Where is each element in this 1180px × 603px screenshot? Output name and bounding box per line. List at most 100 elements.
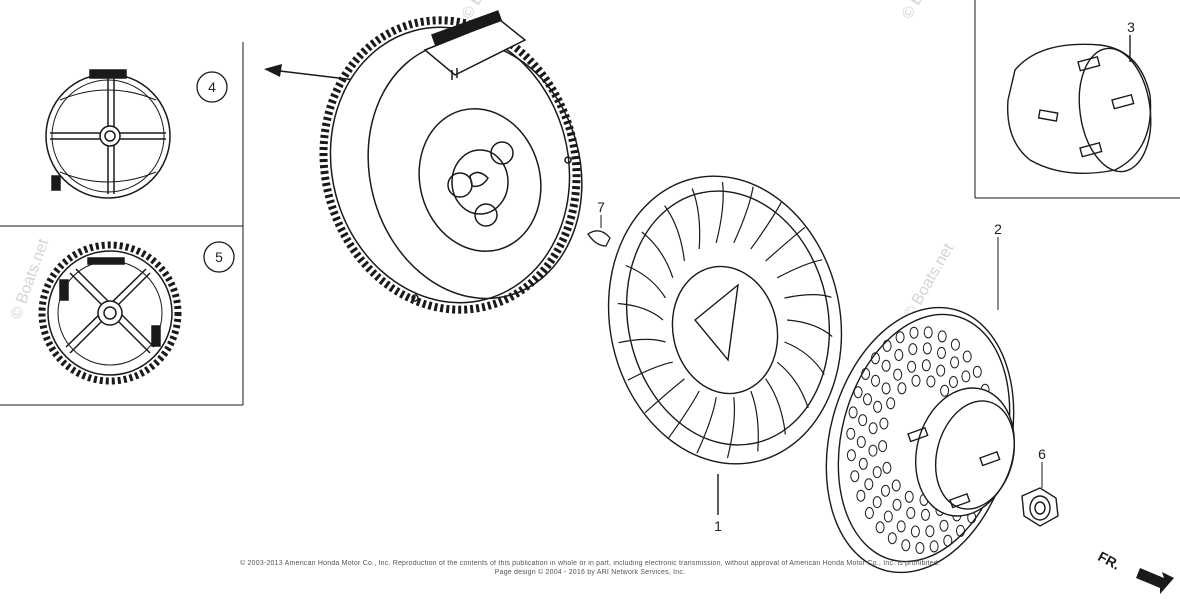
fan-blade xyxy=(726,397,736,459)
pulley-vent-hole xyxy=(961,370,971,383)
pulley-vent-hole xyxy=(937,330,947,343)
pulley-vent-hole xyxy=(962,350,972,363)
fan-blade xyxy=(765,226,806,262)
page-design-notice: Page design © 2004 - 2016 by ARI Network… xyxy=(494,569,686,576)
rotor-inset-4 xyxy=(45,69,171,199)
pulley-vent-hole xyxy=(896,520,906,533)
pulley-vent-hole xyxy=(879,417,889,430)
pulley-vent-hole xyxy=(972,365,982,378)
pulley-vent-hole xyxy=(846,449,856,462)
watermark-1: © Boats.net xyxy=(8,236,53,321)
pulley-vent-hole xyxy=(911,374,921,387)
pulley-vent-hole xyxy=(909,326,919,339)
pulley-vent-hole xyxy=(881,359,891,372)
fan-blade xyxy=(750,201,782,250)
fan-blade xyxy=(750,390,759,452)
woodruff-key xyxy=(587,230,611,247)
fan-blade xyxy=(644,378,685,414)
fan-blade xyxy=(617,302,664,321)
pulley-vent-hole xyxy=(891,479,901,492)
pulley-vent-hole xyxy=(906,507,916,519)
fan-blade xyxy=(733,186,754,244)
pulley-vent-hole xyxy=(881,382,891,395)
callout-4: 4 xyxy=(196,71,228,103)
fan-blade xyxy=(625,264,667,299)
callout-7-label: 7 xyxy=(597,199,605,215)
starter-pulley xyxy=(825,306,1016,574)
pulley-vent-hole xyxy=(915,542,925,554)
fan-blade xyxy=(627,361,673,381)
callout-3-label: 3 xyxy=(1127,19,1135,35)
pulley-vent-hole xyxy=(848,406,858,419)
pulley-vent-hole xyxy=(871,374,880,387)
pulley-vent-hole xyxy=(908,343,918,356)
pulley-vent-hole xyxy=(868,422,878,435)
pulley-vent-hole xyxy=(873,400,883,413)
callout-5-label: 5 xyxy=(215,249,223,265)
pulley-vent-hole xyxy=(846,427,856,440)
pulley-vent-hole xyxy=(937,346,946,359)
pulley-vent-hole xyxy=(956,524,965,537)
watermark-5: © Boats.net xyxy=(899,0,956,22)
cooling-fan xyxy=(607,175,843,515)
pulley-vent-hole xyxy=(907,360,917,373)
pulley-vent-hole xyxy=(875,521,885,534)
fan-blade xyxy=(618,338,666,344)
fan-blade xyxy=(765,378,786,435)
fan-blade xyxy=(784,294,832,299)
front-direction-arrow-icon xyxy=(1136,568,1174,594)
pulley-vent-hole xyxy=(950,338,960,351)
pulley-vent-hole xyxy=(858,457,868,470)
pulley-vent-hole xyxy=(897,382,907,395)
callout-1-label: 1 xyxy=(714,518,722,534)
pulley-vent-hole xyxy=(936,364,946,377)
flywheel xyxy=(319,10,583,314)
pulley-vent-hole xyxy=(863,393,872,406)
pulley-vent-hole xyxy=(926,375,936,388)
pulley-vent-hole xyxy=(948,376,958,388)
copyright-notice: © 2003-2013 American Honda Motor Co., In… xyxy=(240,560,940,567)
callout-5: 5 xyxy=(203,241,235,273)
starter-cup xyxy=(1006,35,1152,174)
pulley-vent-hole xyxy=(910,525,920,538)
pulley-vent-hole xyxy=(856,489,866,502)
pulley-vent-hole xyxy=(894,349,904,361)
pulley-vent-hole xyxy=(883,510,893,523)
pulley-vent-hole xyxy=(850,470,860,483)
fan-blade xyxy=(715,181,724,243)
pulley-vent-hole xyxy=(886,397,896,410)
inset-frame xyxy=(0,42,244,406)
fan-blade xyxy=(641,231,674,278)
pulley-vent-hole xyxy=(872,466,882,479)
pulley-vent-hole xyxy=(882,339,892,352)
pulley-vent-hole xyxy=(921,508,930,521)
pulley-vent-hole xyxy=(864,507,874,519)
pulley-vent-hole xyxy=(870,352,880,365)
fan-blade xyxy=(696,397,717,454)
callout-4-label: 4 xyxy=(208,79,216,95)
pulley-vent-hole xyxy=(939,519,949,532)
pulley-vent-hole xyxy=(868,444,878,457)
pulley-vent-hole xyxy=(904,490,914,503)
pulley-vent-hole xyxy=(856,436,866,448)
ring-gear-inset-5 xyxy=(38,241,182,385)
pulley-vent-hole xyxy=(921,359,931,372)
pulley-vent-hole xyxy=(881,484,890,497)
pulley-vent-hole xyxy=(892,498,902,511)
pulley-vent-hole xyxy=(901,539,911,552)
fan-blade xyxy=(691,188,701,250)
pulley-vent-hole xyxy=(872,496,882,509)
pulley-vent-hole xyxy=(864,478,874,491)
pulley-vent-hole xyxy=(878,440,888,453)
pulley-vent-hole xyxy=(887,532,897,545)
pulley-vent-hole xyxy=(893,368,903,381)
fan-blade xyxy=(668,390,700,439)
callout-2-label: 2 xyxy=(994,221,1002,237)
fan-blade xyxy=(664,205,685,262)
pulley-vent-hole xyxy=(895,331,905,344)
pulley-vent-hole xyxy=(882,461,892,474)
fan-blade xyxy=(776,361,809,409)
fan-blade xyxy=(784,341,825,375)
inset-frame-3 xyxy=(974,0,1180,199)
